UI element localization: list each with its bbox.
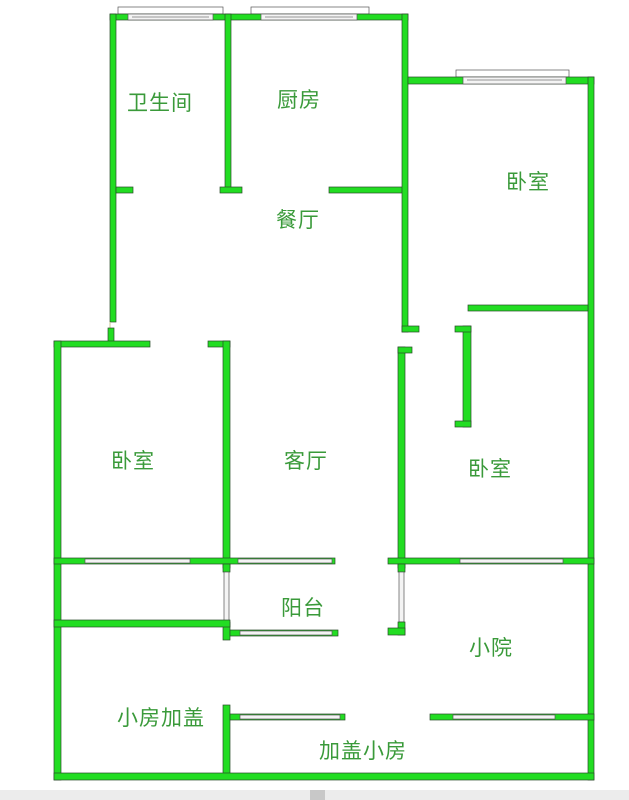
room-label-extension-s: 加盖小房 (319, 739, 407, 763)
room-label-bedroom-ne: 卧室 (506, 170, 550, 194)
wall (454, 325, 472, 333)
window-balcony-left (223, 571, 230, 623)
window (237, 558, 333, 564)
wall (222, 704, 231, 776)
wall (53, 619, 231, 628)
room-label-bathroom: 卫生间 (127, 91, 193, 115)
room-label-bedroom-e: 卧室 (468, 457, 512, 481)
wall (53, 772, 595, 781)
wall (587, 76, 595, 781)
wall (462, 325, 472, 428)
wall (224, 13, 232, 192)
wall (53, 557, 336, 565)
window-balcony-bottom (239, 630, 333, 636)
wall (222, 563, 231, 573)
wall (467, 304, 589, 312)
window (239, 714, 341, 720)
room-label-kitchen: 厨房 (277, 88, 321, 112)
wall (219, 186, 243, 194)
window (84, 558, 191, 564)
wall (222, 340, 231, 569)
window (459, 558, 564, 564)
room-label-dining: 餐厅 (276, 208, 320, 232)
room-label-balcony: 阳台 (281, 596, 325, 620)
wall (397, 563, 406, 573)
window-bedroom-ne (462, 76, 567, 85)
window-balcony-right (398, 571, 405, 623)
wall (328, 186, 405, 194)
wall (115, 186, 134, 194)
wall (109, 13, 117, 323)
wall (401, 325, 420, 333)
room-label-yard: 小院 (469, 636, 513, 660)
wall (53, 340, 151, 348)
window-sill-bathroom (117, 6, 224, 15)
window (452, 714, 556, 720)
wall (401, 13, 409, 333)
scrollbar-thumb[interactable] (310, 790, 325, 800)
room-label-bedroom-w: 卧室 (111, 449, 155, 473)
horizontal-scrollbar[interactable] (0, 790, 629, 800)
wall (397, 346, 413, 354)
room-label-extension-w: 小房加盖 (117, 706, 205, 730)
wall (107, 327, 115, 343)
window-sill-kitchen (250, 6, 370, 15)
wall (454, 420, 472, 428)
window-sill-bedroom-ne (455, 69, 570, 78)
wall (387, 627, 406, 636)
room-label-living: 客厅 (284, 449, 328, 473)
wall (397, 346, 406, 569)
